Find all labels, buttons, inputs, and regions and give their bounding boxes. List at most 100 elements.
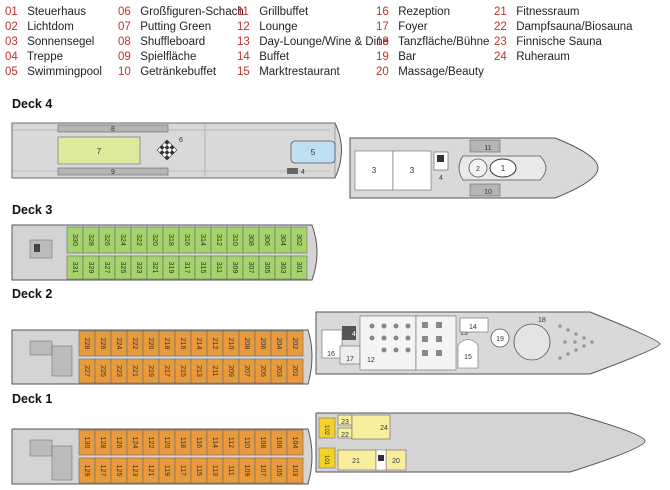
legend-number: 13 — [237, 36, 250, 48]
legend-item: 13 Day-Lounge/Wine & Dine — [237, 35, 389, 49]
legend-number: 01 — [5, 6, 18, 18]
legend-item: 09 Spielfläche — [118, 50, 196, 64]
cabin-number: 127 — [99, 465, 106, 477]
cabin-number: 207 — [243, 365, 250, 377]
legend-item: 24 Ruheraum — [494, 50, 570, 64]
legend-label: Bar — [395, 51, 417, 63]
legend-label: Spielfläche — [137, 51, 197, 63]
cabin-number: 305 — [263, 262, 270, 274]
cabin-number: 328 — [87, 234, 94, 246]
cabin-number: 103 — [291, 465, 298, 477]
legend-label: Treppe — [24, 51, 63, 63]
grill-buffet-num: 11 — [484, 145, 491, 152]
legend-label: Ruheraum — [513, 51, 570, 63]
cabin-number: 126 — [115, 437, 122, 449]
legend-label: Grillbuffet — [256, 6, 309, 18]
legend-label: Steuerhaus — [24, 6, 87, 18]
legend-number: 14 — [237, 51, 250, 63]
cabin-number: 122 — [147, 437, 154, 449]
cabin-number: 123 — [131, 465, 138, 477]
cabin-103 — [286, 457, 304, 484]
sun-sail-a — [354, 150, 394, 191]
day-lounge-num: 13 — [460, 330, 468, 337]
cabin-number: 129 — [83, 465, 90, 477]
cabin-number: 330 — [71, 234, 78, 246]
legend-item: 20 Massage/Beauty — [376, 65, 484, 79]
cabin-number: 309 — [231, 262, 238, 274]
cabin-number: 124 — [131, 437, 138, 449]
cabin-number: 226 — [99, 338, 106, 350]
legend-number: 08 — [118, 36, 131, 48]
legend-label: Shuffleboard — [137, 36, 206, 48]
cabin-number: 225 — [99, 365, 106, 377]
legend-number: 15 — [237, 66, 250, 78]
legend-label: Dampfsauna/Biosauna — [513, 21, 633, 33]
legend-item: 22 Dampfsauna/Biosauna — [494, 20, 633, 34]
cabin-number: 202 — [291, 338, 298, 350]
cabin-number: 319 — [167, 262, 174, 274]
cabin-number: 215 — [179, 365, 186, 377]
deck4-stair-a-num: 4 — [301, 169, 305, 176]
cabin-number: 130 — [83, 437, 90, 449]
cabin-number: 321 — [151, 262, 158, 274]
cabin-number: 212 — [211, 338, 218, 350]
cabin-number: 218 — [163, 338, 170, 350]
cabin-number: 221 — [131, 365, 138, 377]
legend-item: 07 Putting Green — [118, 20, 211, 34]
cabin-number: 112 — [227, 437, 234, 448]
sun-sail-b-num: 3 — [410, 166, 415, 175]
legend-item: 16 Rezeption — [376, 5, 450, 19]
legend-number: 02 — [5, 21, 18, 33]
legend-number: 03 — [5, 36, 18, 48]
legend-number: 05 — [5, 66, 18, 78]
deck1-title: Deck 1 — [12, 392, 53, 406]
drinks-buffet-num: 10 — [484, 189, 492, 196]
cabin-number: 125 — [115, 465, 122, 477]
cabin-number: 110 — [243, 437, 250, 448]
dance-floor-num: 18 — [538, 317, 546, 324]
shuffleboard-area — [57, 124, 169, 133]
cabin-number: 121 — [147, 465, 154, 477]
legend-item: 21 Fitnessraum — [494, 5, 579, 19]
legend-item: 04 Treppe — [5, 50, 63, 64]
cabin-number: 322 — [135, 234, 142, 246]
bridge — [489, 158, 517, 178]
legend-item: 05 Swimmingpool — [5, 65, 102, 79]
cabin-number: 326 — [103, 234, 110, 246]
legend-number: 21 — [494, 6, 507, 18]
cabin-number: 216 — [179, 338, 186, 350]
cabin-number: 320 — [151, 234, 158, 246]
cabin-number: 317 — [183, 262, 190, 274]
legend-item: 19 Bar — [376, 50, 416, 64]
legend-number: 23 — [494, 36, 507, 48]
cabin-201 — [286, 358, 304, 384]
drinks-buffet — [469, 183, 501, 197]
deck4-stair-b-num: 4 — [439, 175, 443, 182]
legend-label: Day-Lounge/Wine & Dine — [256, 36, 389, 48]
reception-num: 16 — [327, 351, 335, 358]
cabin-number: 213 — [195, 365, 202, 377]
legend-number: 04 — [5, 51, 18, 63]
cabin-number: 206 — [259, 338, 266, 350]
cabin-104 — [286, 429, 304, 456]
legend-item: 14 Buffet — [237, 50, 289, 64]
legend-number: 07 — [118, 21, 131, 33]
lounge-seating — [558, 324, 594, 360]
shuffleboard-num: 8 — [111, 126, 115, 133]
cabin-number: 325 — [119, 262, 126, 274]
cabin-number: 119 — [163, 465, 170, 476]
bar — [490, 328, 510, 348]
legend-label: Marktrestaurant — [256, 66, 340, 78]
cabin-number: 220 — [147, 338, 154, 350]
deck3-title: Deck 3 — [12, 203, 53, 217]
cabin-number: 217 — [163, 365, 170, 377]
legend-number: 17 — [376, 21, 389, 33]
foyer-num: 17 — [346, 356, 354, 363]
market-restaurant — [457, 339, 479, 369]
cabin-number: 120 — [163, 437, 170, 449]
